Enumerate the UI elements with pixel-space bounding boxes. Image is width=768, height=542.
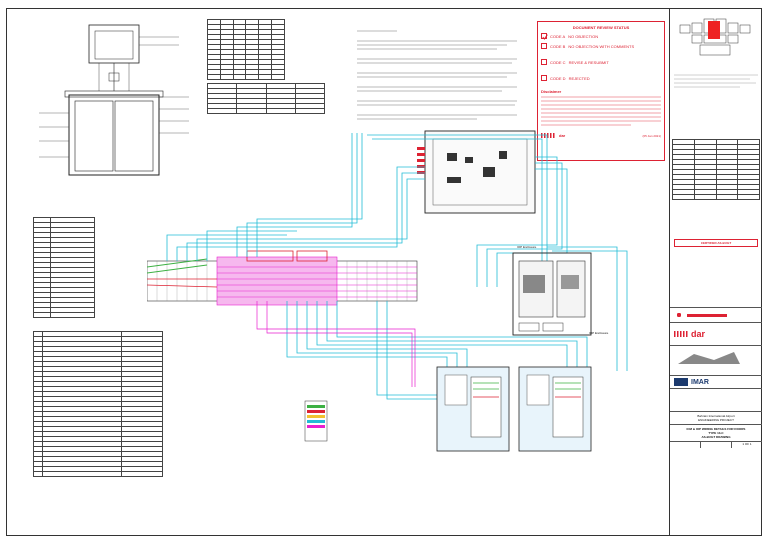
certified-as-built-stamp: CERTIFIED AS-BUILT [674, 239, 758, 247]
title-block: CERTIFIED AS-BUILT dar IMAR Bahrain Inte… [669, 9, 762, 536]
stamp-title: DOCUMENT REVIEW STATUS [572, 25, 630, 30]
sheet-info-row: 1 OF 1 [670, 441, 762, 448]
stamp-disclaimer-text [541, 96, 661, 126]
stamp-code-label: CODE B [550, 43, 566, 49]
document-review-stamp: DOCUMENT REVIEW STATUS CODE A NO OBJECTI… [537, 21, 665, 161]
stamp-code-text: REVISE & RESUBMIT [568, 59, 609, 65]
drawing-title-line-2: TYPE 13-C [708, 431, 724, 435]
dar-logo-text: dar [691, 329, 706, 339]
contractor-logo [670, 345, 762, 375]
cable-schedule-table [207, 19, 285, 80]
iop-enclosure-label-2: IOP Enclosure [589, 331, 609, 335]
client-logo-icon [674, 310, 684, 320]
contractor-logo-icon [678, 352, 740, 364]
drawing-title: ICM & IOP WIRING DETAILS FOR DOORS TYPE … [670, 424, 762, 441]
stamp-brand: dar [559, 133, 566, 138]
stamp-code-d: CODE D REJECTED [541, 75, 661, 81]
stamp-code-label: CODE A [550, 33, 566, 39]
revision-table [672, 139, 760, 239]
imar-logo-icon [674, 378, 688, 386]
drawing-title-line-1: ICM & IOP WIRING DETAILS FOR DOORS [686, 427, 746, 431]
stamp-code-text: NO OBJECTION [568, 33, 599, 39]
dar-logo-bars-icon [674, 331, 688, 337]
key-plan [679, 18, 751, 56]
imar-logo-text: IMAR [691, 378, 709, 386]
iop-enclosure-label: IOP Enclosure [517, 245, 537, 249]
drawing-status: AS-BUILT DRAWING [701, 435, 731, 439]
client-logo [670, 307, 762, 322]
door-elevation-diagram [39, 24, 189, 176]
stamp-code-a: CODE A NO OBJECTION [541, 33, 661, 40]
stamp-code-b: CODE B NO OBJECTION WITH COMMENTS [541, 43, 661, 49]
dar-logo-bars-icon [541, 133, 555, 138]
title-notes [674, 74, 758, 88]
abbreviation-legend-table [33, 217, 95, 318]
stamp-code-text: REJECTED [568, 75, 590, 81]
cable-type-table [206, 83, 326, 114]
checkbox-icon [541, 43, 547, 49]
wiring-diagram [147, 130, 628, 452]
checkbox-icon [541, 75, 547, 81]
stamp-disclaimer-heading: Disclaimer [541, 89, 562, 94]
stamp-code-label: CODE D [550, 75, 566, 81]
project-name: Bahrain International Airport ENGINEERIN… [670, 411, 762, 424]
checkbox-checked-icon [541, 33, 548, 40]
sheet-number: 1 OF 1 [742, 442, 752, 446]
stamp-code-label: CODE C [550, 59, 566, 65]
dar-logo: dar [670, 322, 762, 345]
project-line-1: Bahrain International Airport [697, 414, 735, 418]
checkbox-icon [541, 59, 547, 65]
stamp-footer: dar (05 Jan 2021) [541, 133, 661, 138]
cable-references-table [33, 331, 163, 477]
stamp-code-text: NO OBJECTION WITH COMMENTS [568, 43, 635, 49]
stamp-code-c: CODE C REVISE & RESUBMIT [541, 59, 661, 65]
stamp-date: (05 Jan 2021) [642, 133, 661, 138]
imar-logo: IMAR [670, 375, 762, 388]
general-notes [357, 30, 517, 120]
drawing-sheet: DOCUMENT REVIEW STATUS CODE A NO OBJECTI… [6, 8, 762, 536]
project-line-2: ENGINEERING PROJECT [698, 418, 734, 422]
